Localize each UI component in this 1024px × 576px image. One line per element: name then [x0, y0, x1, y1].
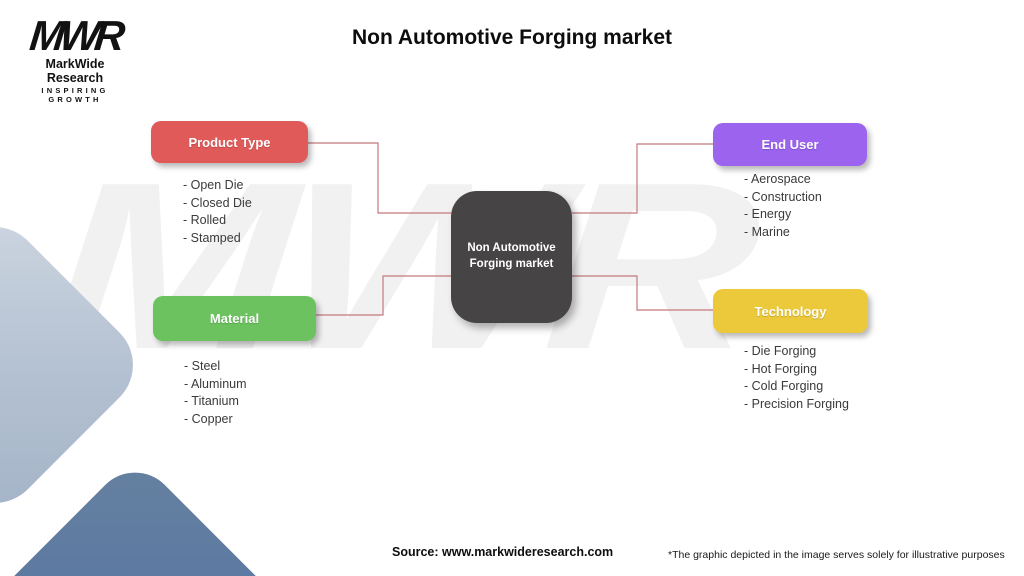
list-item: - Titanium — [184, 394, 239, 409]
list-item: - Open Die — [183, 178, 244, 192]
node-technology: Technology — [713, 289, 868, 333]
list-item: - Construction — [744, 189, 822, 204]
list-item: - Precision Forging — [744, 396, 849, 411]
list-item: - Energy — [744, 207, 792, 222]
list-item: - Hot Forging — [744, 361, 817, 376]
connector-end-user — [572, 143, 713, 214]
list-item: - Steel — [184, 359, 221, 373]
source-text: Source: www.markwideresearch.com — [392, 545, 614, 559]
list-item: - Copper — [184, 411, 233, 426]
connector-product-type — [308, 142, 451, 214]
material-list: - Steel - Aluminum - Titanium - Copper — [184, 358, 247, 428]
center-node: Non Automotive Forging market — [451, 191, 572, 323]
end-user-list: - Aerospace - Construction - Energy - Ma… — [744, 171, 822, 241]
page-title: Non Automotive Forging market — [351, 26, 673, 49]
list-item: - Aluminum — [184, 376, 247, 391]
technology-list: - Die Forging - Hot Forging - Cold Forgi… — [744, 343, 849, 413]
product-type-list: - Open Die - Closed Die - Rolled - Stamp… — [183, 177, 252, 247]
list-item: - Stamped — [183, 230, 241, 245]
logo: MWR MarkWide Research Inspiring Growth — [20, 12, 130, 104]
logo-tagline: Inspiring Growth — [41, 85, 109, 104]
node-product-type: Product Type — [151, 121, 308, 163]
list-item: - Marine — [744, 224, 790, 239]
node-material: Material — [153, 296, 316, 341]
disclaimer-text: *The graphic depicted in the image serve… — [668, 549, 1005, 561]
list-item: - Rolled — [183, 213, 227, 228]
list-item: - Cold Forging — [744, 379, 824, 394]
connector-material — [316, 275, 451, 316]
node-end-user: End User — [713, 123, 867, 166]
list-item: - Die Forging — [744, 344, 817, 358]
connector-technology — [572, 275, 713, 311]
list-item: - Closed Die — [183, 195, 252, 210]
logo-name: MarkWide Research — [45, 56, 105, 85]
center-node-label: Non Automotive Forging market — [467, 242, 556, 270]
list-item: - Aerospace — [744, 172, 811, 186]
